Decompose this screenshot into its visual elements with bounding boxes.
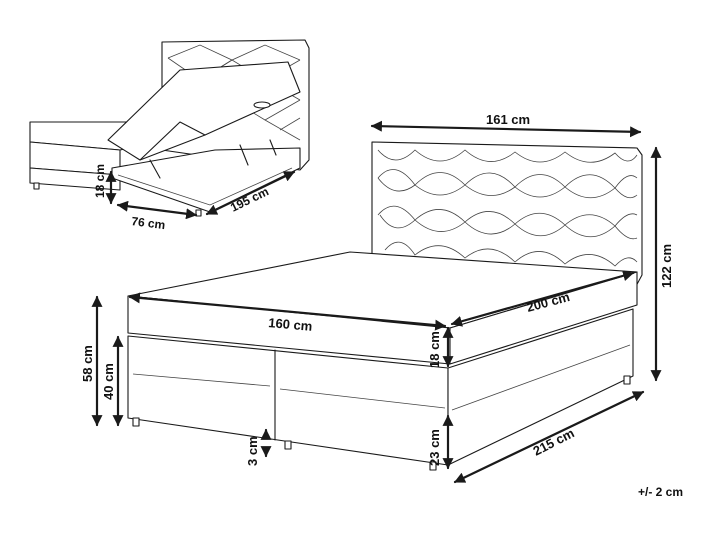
tolerance-note: +/- 2 cm	[638, 485, 683, 499]
storage-width-label: 76 cm	[131, 214, 166, 232]
storage-length-arrow	[205, 170, 296, 216]
storage-width-arrow	[116, 200, 198, 220]
inset-left-foot	[33, 182, 40, 190]
box-height-label: 23 cm	[427, 429, 442, 466]
foot-back-right	[623, 375, 631, 385]
foot-left	[132, 417, 140, 427]
foot-middle	[284, 440, 292, 450]
base-height-label: 40 cm	[101, 363, 116, 400]
total-length-arrow	[453, 390, 645, 484]
mattress-length-arrow	[450, 270, 635, 327]
headboard-height-label: 122 cm	[659, 244, 674, 288]
storage-inset-illustration	[29, 39, 310, 217]
mattress-height-label: 18 cm	[427, 331, 442, 368]
headboard-width-arrow	[370, 120, 642, 138]
mattress-width-label: 160 cm	[268, 315, 313, 334]
total-length-label: 215 cm	[531, 425, 577, 458]
feet-height-label: 3 cm	[245, 436, 260, 466]
inset-handle	[253, 101, 271, 109]
headboard-quilting	[377, 149, 638, 267]
inset-lifted-edge	[139, 121, 206, 161]
inset-left-base-lower	[29, 167, 121, 191]
storage-height-label: 18 cm	[93, 164, 107, 198]
mattress-width-arrow	[128, 292, 447, 331]
foot-front-right	[429, 461, 437, 471]
total-height-label: 58 cm	[80, 345, 95, 382]
headboard-width-label: 161 cm	[486, 112, 530, 127]
inset-lift-struts	[149, 139, 277, 179]
